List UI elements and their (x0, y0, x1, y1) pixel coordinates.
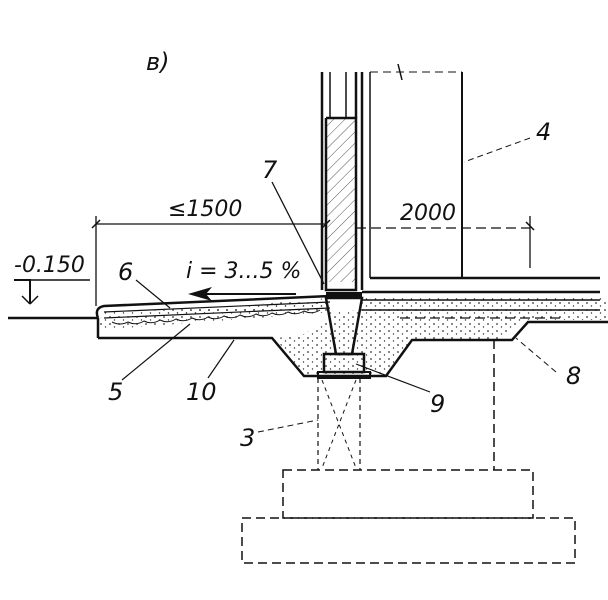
wall-panel (320, 72, 371, 292)
elevation-mark (14, 279, 90, 305)
column-frame (370, 63, 463, 278)
floor-slab (362, 276, 600, 319)
slope-arrow (188, 287, 296, 301)
callout-9: 9 (430, 390, 445, 418)
dimension-blind-area-label: ≤1500 (168, 197, 242, 222)
grade-beam (317, 292, 371, 379)
dimension-offset (356, 216, 535, 268)
trench-outline (98, 320, 608, 378)
figure-letter: в) (146, 48, 170, 76)
callout-5: 5 (108, 378, 123, 406)
blind-area-paving (95, 294, 331, 338)
callout-6: 6 (118, 258, 133, 286)
slope-label: i = 3...5 % (186, 259, 301, 284)
callout-7: 7 (262, 156, 278, 184)
dimension-offset-label: 2000 (400, 201, 456, 226)
leader-lines (121, 137, 557, 433)
dimension-blind-area (91, 216, 331, 306)
callout-3: 3 (240, 424, 255, 452)
foundation-footing-lower (241, 517, 576, 564)
foundation-footing-upper (282, 469, 534, 519)
callout-8: 8 (566, 362, 581, 390)
callout-4: 4 (536, 118, 551, 146)
callout-10: 10 (186, 378, 217, 406)
elevation-label: -0.150 (14, 253, 85, 278)
foundation-wall-dashed (317, 340, 495, 470)
